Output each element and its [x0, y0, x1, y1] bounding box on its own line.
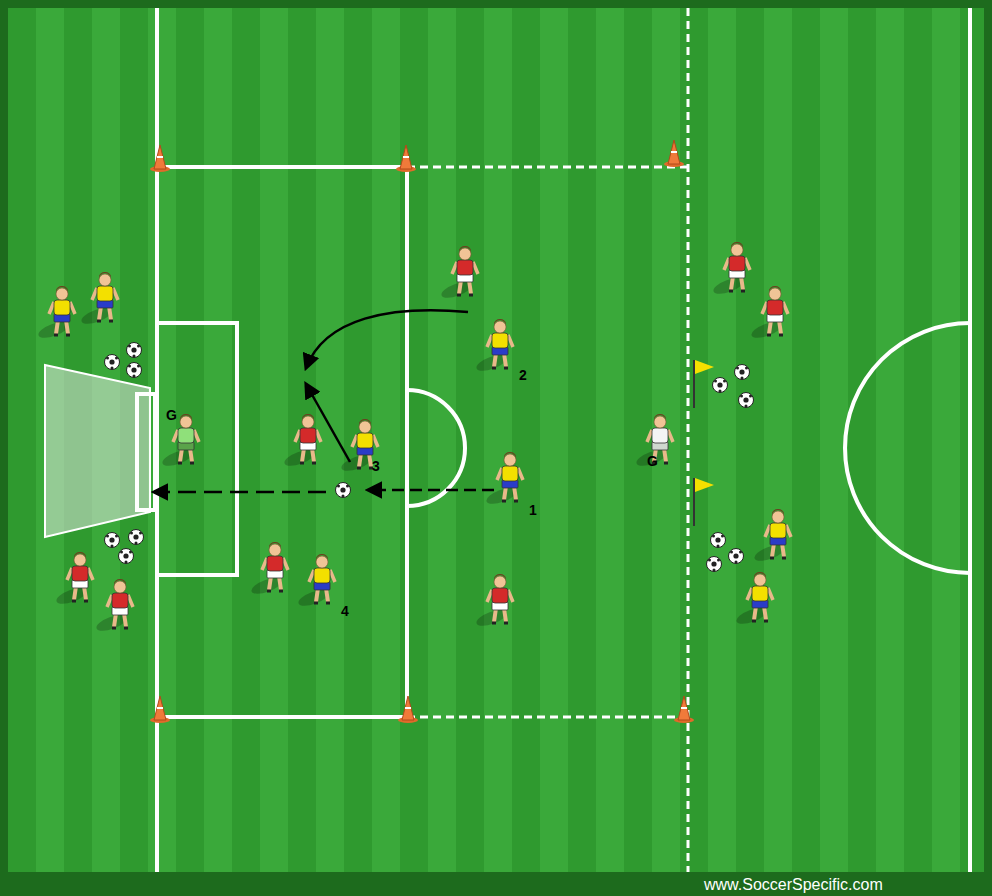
ball	[127, 343, 142, 358]
ball	[127, 363, 142, 378]
watermark: www.SoccerSpecific.com	[704, 877, 883, 893]
dashed-lines	[407, 8, 688, 872]
ball	[729, 549, 744, 564]
flags	[694, 360, 714, 526]
players	[37, 242, 791, 634]
ball	[707, 557, 722, 572]
ball	[713, 378, 728, 393]
goalkeeper-label: G	[647, 454, 658, 468]
player	[440, 246, 478, 301]
player	[712, 242, 750, 297]
player	[735, 572, 773, 627]
ball	[336, 483, 351, 498]
ball	[129, 530, 144, 545]
movement-arrows	[154, 310, 494, 492]
player	[80, 272, 118, 327]
player	[750, 286, 788, 341]
cone	[150, 696, 170, 723]
grass	[8, 8, 984, 872]
goal	[45, 365, 155, 537]
cone	[396, 145, 416, 172]
player	[95, 579, 133, 634]
cones	[150, 140, 694, 723]
ball	[735, 365, 750, 380]
player	[250, 542, 288, 597]
ball	[119, 549, 134, 564]
ball	[105, 533, 120, 548]
player	[297, 554, 335, 609]
player	[485, 452, 523, 507]
player	[475, 574, 513, 629]
balls	[105, 343, 754, 572]
callout-number: 2	[519, 368, 527, 382]
callout-number: 4	[341, 604, 349, 618]
ball	[105, 355, 120, 370]
cone	[398, 696, 418, 723]
goalkeeper-label: G	[166, 408, 177, 422]
player	[161, 414, 199, 469]
cone	[674, 696, 694, 723]
player	[37, 286, 75, 341]
player	[55, 552, 93, 607]
player	[475, 319, 513, 374]
cone	[150, 145, 170, 172]
player	[635, 414, 673, 469]
ball	[739, 393, 754, 408]
player	[283, 414, 321, 469]
pitch-lines	[157, 8, 970, 872]
callout-number: 1	[529, 503, 537, 517]
callout-number: 3	[372, 459, 380, 473]
ball	[711, 533, 726, 548]
cone	[664, 140, 684, 167]
player	[753, 509, 791, 564]
